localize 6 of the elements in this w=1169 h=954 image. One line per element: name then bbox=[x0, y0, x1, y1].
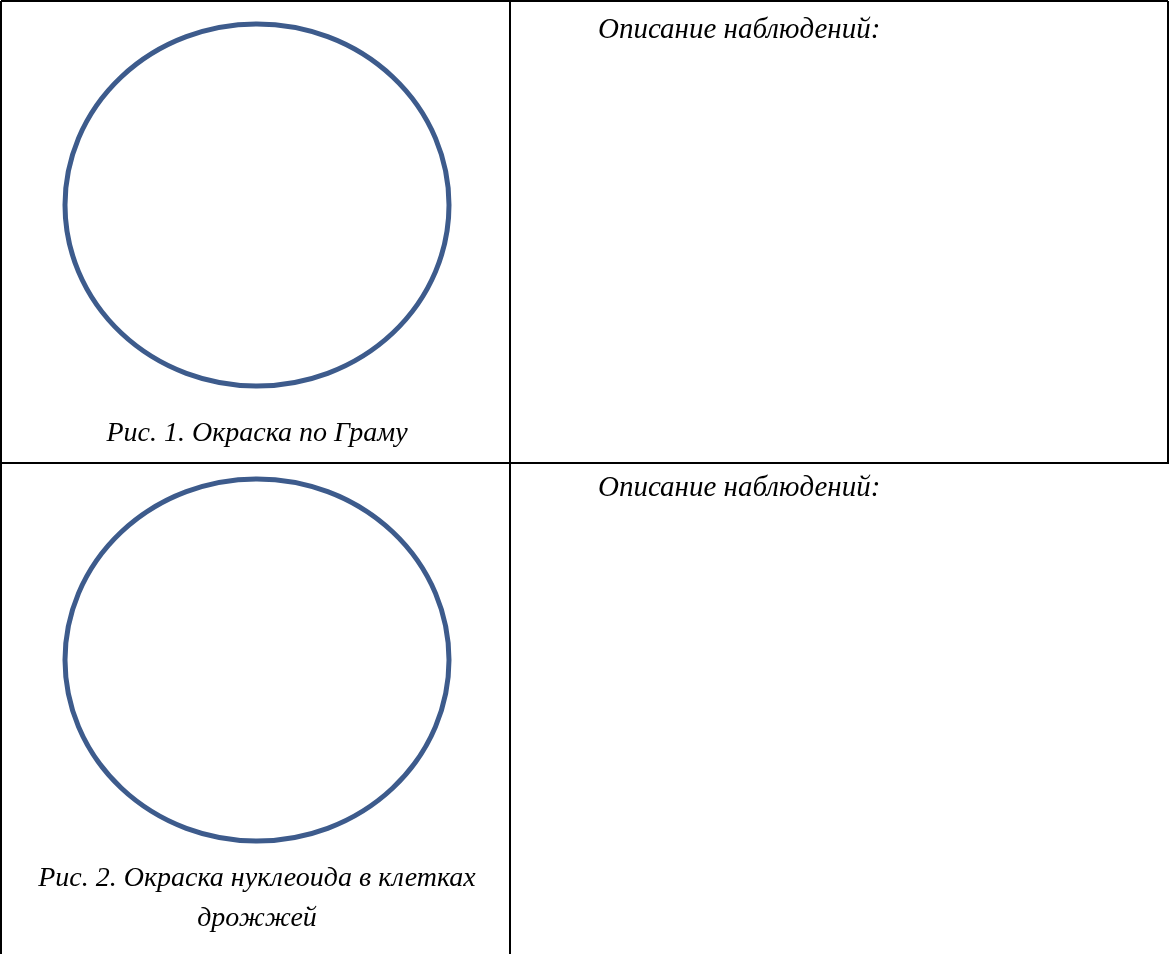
figure-caption: Рис. 2. Окраска нуклеоида в клетках дрожжей bbox=[37, 860, 477, 934]
circle-outline bbox=[62, 476, 452, 844]
cell-heading: Описание наблюдений: bbox=[598, 469, 881, 504]
circle-outline bbox=[62, 21, 452, 389]
figure-caption: Рис. 1. Окраска по Граму bbox=[105, 415, 409, 449]
cell-heading: Описание наблюдений: bbox=[598, 11, 881, 46]
